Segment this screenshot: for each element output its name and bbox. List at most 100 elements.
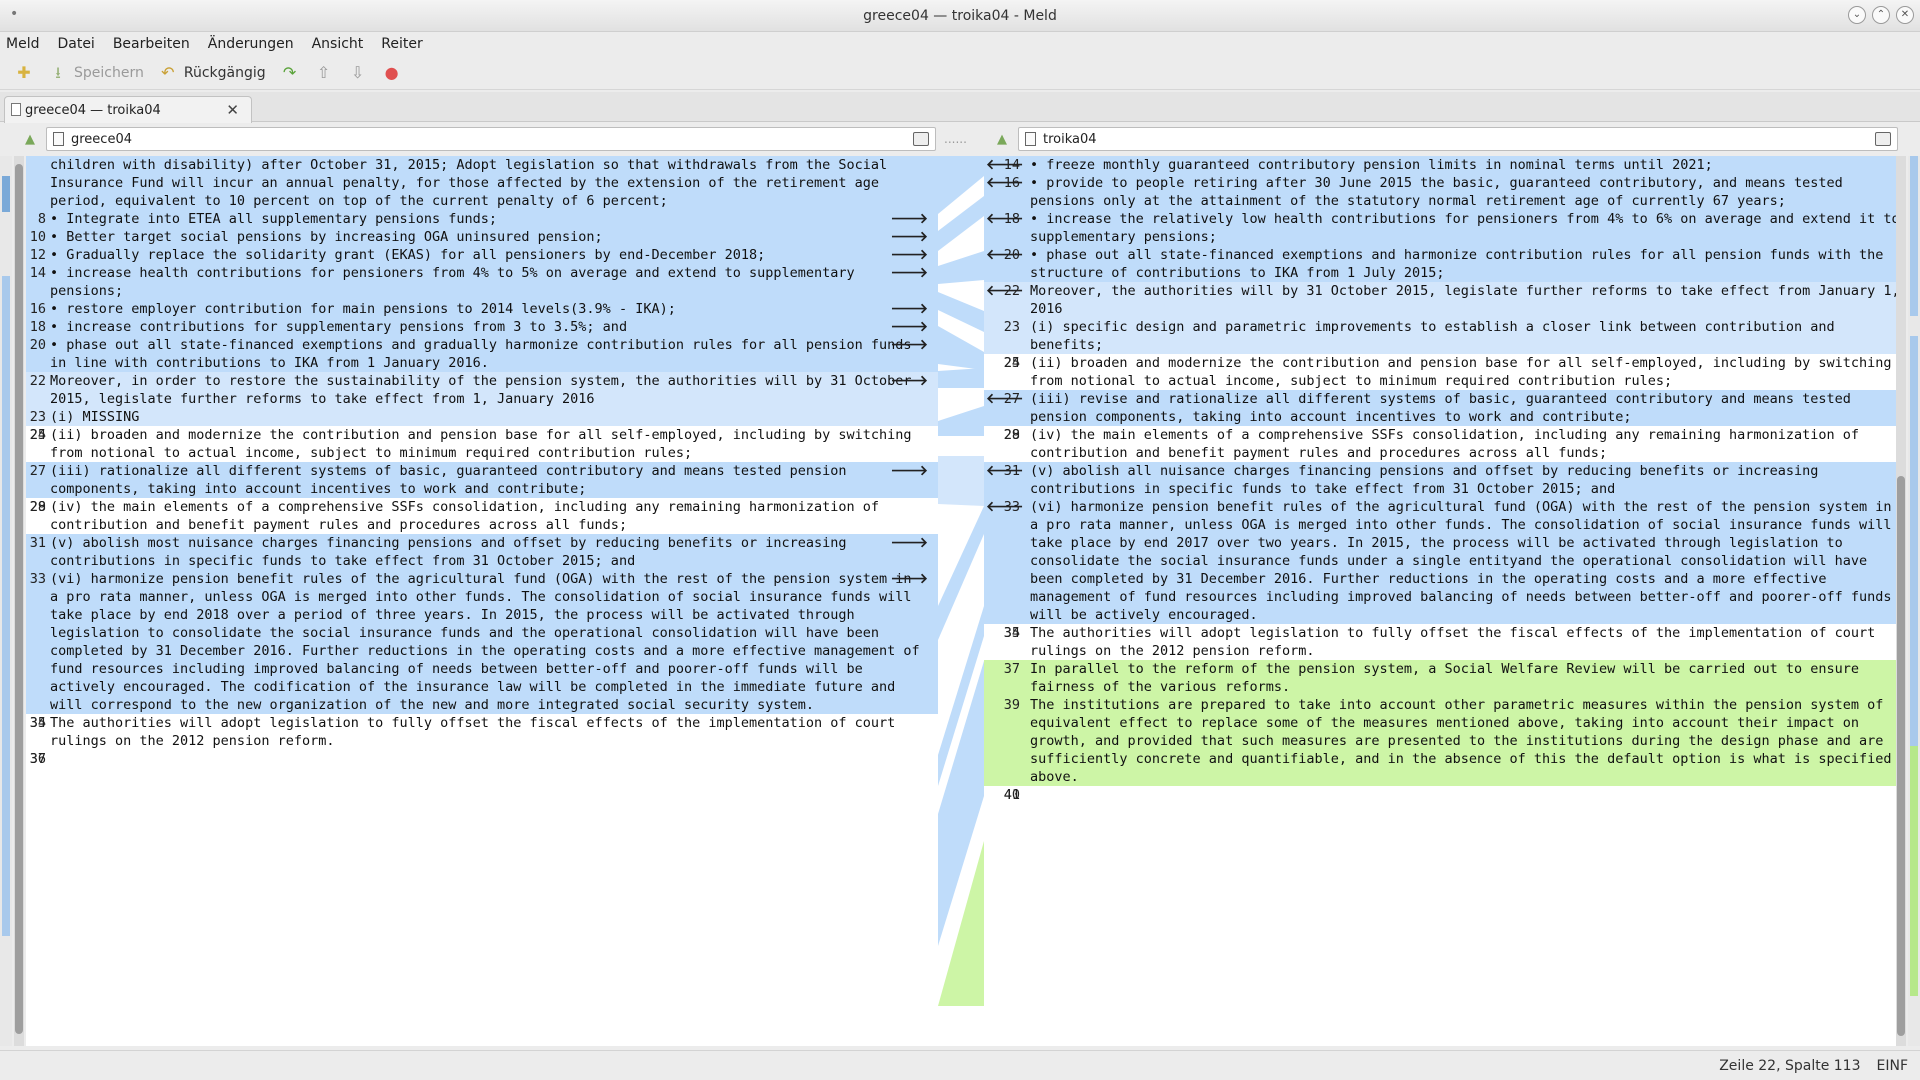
right-text-pane[interactable]: 14• freeze monthly guaranteed contributo…: [984, 156, 1900, 1046]
line-text: completed by 31 December 2016. Further r…: [50, 643, 920, 659]
push-right-arrow-icon[interactable]: 🡒: [890, 571, 928, 587]
right-scrollbar[interactable]: [1896, 156, 1906, 1046]
line-text: • Integrate into ETEA all supplementary …: [50, 211, 498, 227]
code-line: sufficiently concrete and quantifiable, …: [984, 750, 1900, 768]
left-file-field[interactable]: greece04: [46, 127, 936, 151]
line-text: a pro rata manner, unless OGA is merged …: [1030, 517, 1892, 533]
close-icon[interactable]: ✕: [1896, 6, 1914, 24]
undo-button[interactable]: ↶Rückgängig: [158, 63, 265, 83]
line-number: 41: [1003, 787, 1020, 803]
arrow-up-icon: ⇧: [316, 62, 331, 82]
code-line: 12• Gradually replace the solidarity gra…: [26, 246, 938, 264]
line-number: 12: [29, 247, 46, 263]
right-file-field[interactable]: troika04: [1018, 127, 1898, 151]
code-line: 25(ii) broaden and modernize the contrib…: [26, 426, 938, 444]
push-right-arrow-icon[interactable]: 🡒: [890, 247, 928, 263]
line-text: sufficiently concrete and quantifiable, …: [1030, 751, 1892, 767]
line-text: take place by end 2017 over two years. I…: [1030, 535, 1843, 551]
left-scrollbar[interactable]: [14, 156, 24, 1046]
code-line: structure of contributions to IKA from 1…: [984, 264, 1900, 282]
left-text-pane[interactable]: children with disability) after October …: [26, 156, 938, 1046]
redo-button[interactable]: ↷: [280, 63, 300, 83]
line-text: pensions only at the attainment of the s…: [1030, 193, 1786, 209]
push-left-arrow-icon[interactable]: 🡐: [986, 283, 1024, 299]
push-left-arrow-icon[interactable]: 🡐: [986, 463, 1024, 479]
tab-comparison[interactable]: greece04 — troika04 ✕: [4, 96, 252, 123]
code-line: contribution and benefit payment rules a…: [26, 516, 938, 534]
line-number: 10: [29, 229, 46, 245]
line-number: 33: [29, 571, 46, 587]
right-change-map[interactable]: [1908, 156, 1920, 1046]
code-line: rulings on the 2012 pension reform.: [984, 642, 1900, 660]
code-line: period, equivalent to 10 percent on top …: [26, 192, 938, 210]
line-number: 28: [1003, 427, 1020, 443]
arrow-down-icon: ⇩: [350, 62, 365, 82]
push-left-arrow-icon[interactable]: 🡐: [986, 247, 1024, 263]
menu-aenderungen[interactable]: Änderungen: [207, 36, 294, 52]
line-text: children with disability) after October …: [50, 157, 888, 173]
push-left-arrow-icon[interactable]: 🡐: [986, 175, 1024, 191]
line-text: • increase the relatively low health con…: [1030, 211, 1900, 227]
push-right-arrow-icon[interactable]: 🡒: [890, 265, 928, 281]
code-line: 18• increase the relatively low health c…: [984, 210, 1900, 228]
code-line: 31(v) abolish all nuisance charges finan…: [984, 462, 1900, 480]
code-line: contributions in specific funds to take …: [984, 480, 1900, 498]
code-line: 10• Better target social pensions by inc…: [26, 228, 938, 246]
minimize-icon[interactable]: ⌄: [1848, 6, 1866, 24]
push-right-arrow-icon[interactable]: 🡒: [890, 211, 928, 227]
maximize-icon[interactable]: ⌃: [1872, 6, 1890, 24]
code-line: 2015, legislate further reforms to take …: [26, 390, 938, 408]
line-text: rulings on the 2012 pension reform.: [50, 733, 335, 749]
line-number: 33: [1003, 499, 1020, 515]
save-button[interactable]: ⭳Speichern: [48, 63, 144, 83]
menu-bearbeiten[interactable]: Bearbeiten: [112, 36, 190, 52]
open-folder-icon[interactable]: [1875, 132, 1891, 146]
new-comparison-button[interactable]: ✚: [14, 63, 34, 83]
left-change-map[interactable]: [0, 156, 12, 1046]
line-number: 24: [29, 427, 46, 443]
menu-reiter[interactable]: Reiter: [381, 36, 423, 52]
line-text: • increase contributions for supplementa…: [50, 319, 628, 335]
push-right-arrow-icon[interactable]: 🡒: [890, 463, 928, 479]
code-line: contribution and benefit payment rules a…: [984, 444, 1900, 462]
line-number: 31: [29, 535, 46, 551]
menu-ansicht[interactable]: Ansicht: [311, 36, 364, 52]
next-change-button[interactable]: ⇩: [348, 63, 368, 83]
previous-change-button[interactable]: ⇧: [314, 63, 334, 83]
save-icon: ⭳: [55, 62, 61, 82]
line-number: 37: [29, 751, 46, 767]
left-scroll-thumb[interactable]: [15, 164, 23, 1034]
push-right-arrow-icon[interactable]: 🡒: [890, 373, 928, 389]
menu-datei[interactable]: Datei: [57, 36, 95, 52]
push-left-arrow-icon[interactable]: 🡐: [986, 499, 1024, 515]
push-right-arrow-icon[interactable]: 🡒: [890, 337, 928, 353]
tab-close-icon[interactable]: ✕: [226, 101, 239, 119]
push-right-arrow-icon[interactable]: 🡒: [890, 535, 928, 551]
push-right-arrow-icon[interactable]: 🡒: [890, 229, 928, 245]
push-left-arrow-icon[interactable]: 🡐: [986, 391, 1024, 407]
line-text: rulings on the 2012 pension reform.: [1030, 643, 1315, 659]
code-line: 18• increase contributions for supplemen…: [26, 318, 938, 336]
push-left-arrow-icon[interactable]: 🡐: [986, 157, 1024, 173]
code-line: consolidate the social insurance funds u…: [984, 552, 1900, 570]
push-left-arrow-icon[interactable]: 🡐: [986, 211, 1024, 227]
line-number: 27: [1003, 391, 1020, 407]
window-menu-icon[interactable]: •: [10, 6, 19, 22]
line-text: contributions in specific funds to take …: [1030, 481, 1616, 497]
line-text: • restore employer contribution for main…: [50, 301, 676, 317]
push-right-arrow-icon[interactable]: 🡒: [890, 301, 928, 317]
code-line: from notional to actual income, subject …: [984, 372, 1900, 390]
stop-button[interactable]: ●: [382, 63, 402, 83]
link-indicator: ......: [944, 132, 967, 146]
code-line: a pro rata manner, unless OGA is merged …: [26, 588, 938, 606]
right-scroll-thumb[interactable]: [1897, 476, 1905, 1036]
code-line: Insurance Fund will incur an annual pena…: [26, 174, 938, 192]
line-text: growth, and provided that such measures …: [1030, 733, 1884, 749]
menu-meld[interactable]: Meld: [6, 36, 40, 52]
line-number: 14: [1003, 157, 1020, 173]
open-folder-icon[interactable]: [913, 132, 929, 146]
push-right-arrow-icon[interactable]: 🡒: [890, 319, 928, 335]
